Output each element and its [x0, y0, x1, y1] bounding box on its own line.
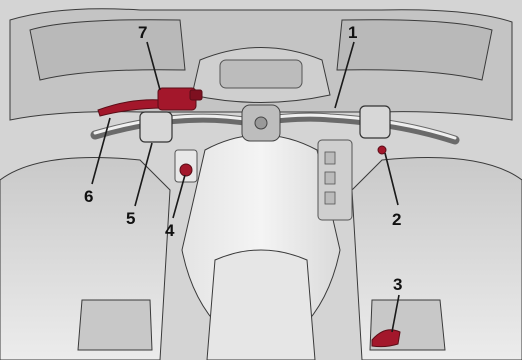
display-screen: [220, 60, 302, 88]
left-switch-housing: [140, 112, 172, 142]
console-switch-c: [325, 192, 335, 204]
throttle-adjust: [378, 146, 386, 154]
ignition-switch: [180, 164, 192, 176]
seat: [207, 250, 315, 360]
left-footrest: [78, 300, 152, 350]
callout-1: 1: [348, 23, 357, 42]
callout-6: 6: [84, 187, 93, 206]
callout-5: 5: [126, 209, 135, 228]
parking-brake-latch: [190, 90, 202, 100]
callout-7: 7: [138, 23, 147, 42]
console-switch-a: [325, 152, 335, 164]
right-switch-housing: [360, 106, 390, 138]
clamp-bolt: [255, 117, 267, 129]
callout-4: 4: [165, 221, 175, 240]
callout-3: 3: [393, 275, 402, 294]
console-switch-b: [325, 172, 335, 184]
callout-2: 2: [392, 210, 401, 229]
